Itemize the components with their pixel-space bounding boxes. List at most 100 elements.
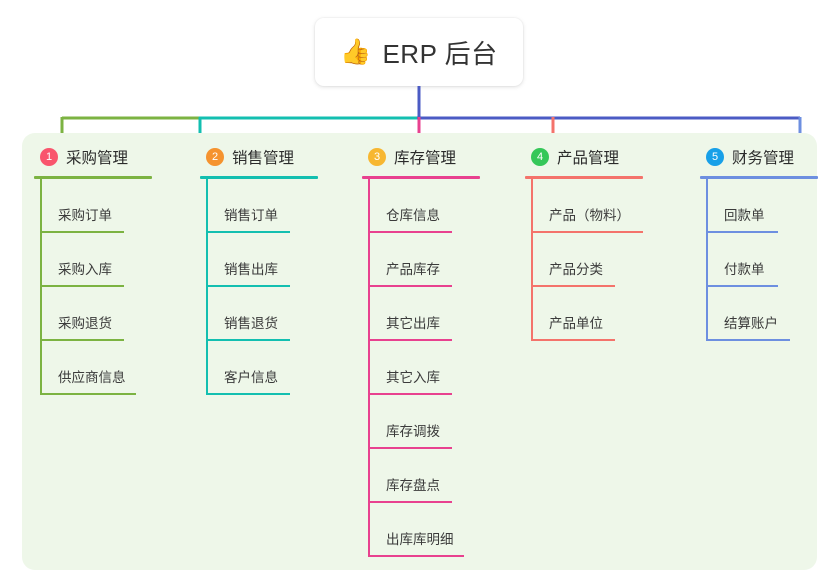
list-item-underline [368, 447, 452, 449]
list-item[interactable]: 采购退货 [34, 287, 152, 341]
list-item-underline [368, 339, 452, 341]
list-item-label: 出库库明细 [386, 532, 454, 547]
list-item-label: 产品（物料） [549, 208, 630, 223]
list-item-label: 付款单 [724, 262, 765, 277]
column-header-5[interactable]: 5 财务管理 [700, 145, 818, 169]
column-underline-1 [34, 176, 152, 179]
column-spine-3 [368, 179, 370, 557]
column-underline-4 [525, 176, 643, 179]
root-node-title: ERP 后台 [382, 38, 498, 69]
list-item-label: 供应商信息 [58, 370, 126, 385]
list-item[interactable]: 产品库存 [362, 233, 480, 287]
list-item-label: 采购退货 [58, 316, 112, 331]
list-item[interactable]: 回款单 [700, 179, 818, 233]
list-item[interactable]: 销售出库 [200, 233, 318, 287]
thumbs-up-icon: 👍 [340, 37, 372, 66]
diagram-panel [22, 133, 817, 570]
column-items-5: 回款单付款单结算账户 [700, 179, 818, 341]
column-title-2: 销售管理 [232, 150, 295, 167]
list-item-label: 结算账户 [724, 316, 778, 331]
list-item[interactable]: 客户信息 [200, 341, 318, 395]
list-item-label: 库存盘点 [386, 478, 440, 493]
column-4: 4 产品管理产品（物料） 产品分类产品单位 [525, 145, 643, 341]
list-item-underline [40, 393, 136, 395]
list-item[interactable]: 其它入库 [362, 341, 480, 395]
list-item[interactable]: 采购订单 [34, 179, 152, 233]
list-item-underline [368, 231, 452, 233]
column-spine-1 [40, 179, 42, 395]
list-item[interactable]: 销售订单 [200, 179, 318, 233]
list-item-label: 销售订单 [224, 208, 278, 223]
column-underline-3 [362, 176, 480, 179]
list-item-underline [368, 285, 452, 287]
column-items-1: 采购订单采购入库采购退货供应商信息 [34, 179, 152, 395]
list-item-label: 产品库存 [386, 262, 440, 277]
list-item-underline [368, 555, 464, 557]
list-item-label: 其它入库 [386, 370, 440, 385]
column-spine-4 [531, 179, 533, 341]
column-badge-1: 1 [40, 148, 58, 166]
column-badge-3: 3 [368, 148, 386, 166]
list-item-underline [706, 339, 790, 341]
list-item-label: 仓库信息 [386, 208, 440, 223]
column-underline-5 [700, 176, 818, 179]
list-item[interactable]: 销售退货 [200, 287, 318, 341]
list-item-label: 销售出库 [224, 262, 278, 277]
list-item-underline [531, 231, 643, 233]
column-items-4: 产品（物料） 产品分类产品单位 [525, 179, 643, 341]
column-title-4: 产品管理 [557, 150, 620, 167]
column-title-5: 财务管理 [732, 150, 795, 167]
column-header-4[interactable]: 4 产品管理 [525, 145, 643, 169]
list-item[interactable]: 其它出库 [362, 287, 480, 341]
list-item[interactable]: 出库库明细 [362, 503, 480, 557]
list-item-label: 客户信息 [224, 370, 278, 385]
column-underline-2 [200, 176, 318, 179]
root-node-card[interactable]: 👍 ERP 后台 [315, 18, 523, 86]
list-item[interactable]: 产品分类 [525, 233, 643, 287]
column-2: 2 销售管理销售订单销售出库销售退货客户信息 [200, 145, 318, 395]
column-spine-2 [206, 179, 208, 395]
column-badge-4: 4 [531, 148, 549, 166]
list-item-underline [368, 501, 452, 503]
column-3: 3 库存管理仓库信息产品库存其它出库其它入库库存调拨库存盘点出库库明细 [362, 145, 480, 557]
column-spine-5 [706, 179, 708, 341]
list-item[interactable]: 产品单位 [525, 287, 643, 341]
column-items-2: 销售订单销售出库销售退货客户信息 [200, 179, 318, 395]
list-item-label: 产品单位 [549, 316, 603, 331]
column-1: 1 采购管理采购订单采购入库采购退货供应商信息 [34, 145, 152, 395]
list-item-label: 回款单 [724, 208, 765, 223]
column-header-2[interactable]: 2 销售管理 [200, 145, 318, 169]
column-5: 5 财务管理回款单付款单结算账户 [700, 145, 818, 341]
list-item[interactable]: 产品（物料） [525, 179, 643, 233]
list-item-underline [40, 231, 124, 233]
list-item[interactable]: 库存调拨 [362, 395, 480, 449]
list-item-underline [206, 285, 290, 287]
list-item[interactable]: 仓库信息 [362, 179, 480, 233]
list-item-label: 采购入库 [58, 262, 112, 277]
list-item-label: 库存调拨 [386, 424, 440, 439]
list-item-label: 销售退货 [224, 316, 278, 331]
list-item[interactable]: 付款单 [700, 233, 818, 287]
list-item-label: 采购订单 [58, 208, 112, 223]
column-title-3: 库存管理 [394, 150, 457, 167]
list-item-underline [206, 393, 290, 395]
column-badge-2: 2 [206, 148, 224, 166]
list-item-underline [206, 339, 290, 341]
column-badge-5: 5 [706, 148, 724, 166]
list-item-underline [40, 339, 124, 341]
list-item-label: 其它出库 [386, 316, 440, 331]
list-item[interactable]: 结算账户 [700, 287, 818, 341]
list-item-underline [531, 285, 615, 287]
column-title-1: 采购管理 [66, 150, 129, 167]
column-header-1[interactable]: 1 采购管理 [34, 145, 152, 169]
list-item[interactable]: 采购入库 [34, 233, 152, 287]
column-header-3[interactable]: 3 库存管理 [362, 145, 480, 169]
list-item-underline [531, 339, 615, 341]
list-item-underline [206, 231, 290, 233]
list-item-label: 产品分类 [549, 262, 603, 277]
list-item[interactable]: 供应商信息 [34, 341, 152, 395]
list-item[interactable]: 库存盘点 [362, 449, 480, 503]
list-item-underline [40, 285, 124, 287]
list-item-underline [368, 393, 452, 395]
root-node-content: 👍 ERP 后台 [340, 34, 497, 71]
